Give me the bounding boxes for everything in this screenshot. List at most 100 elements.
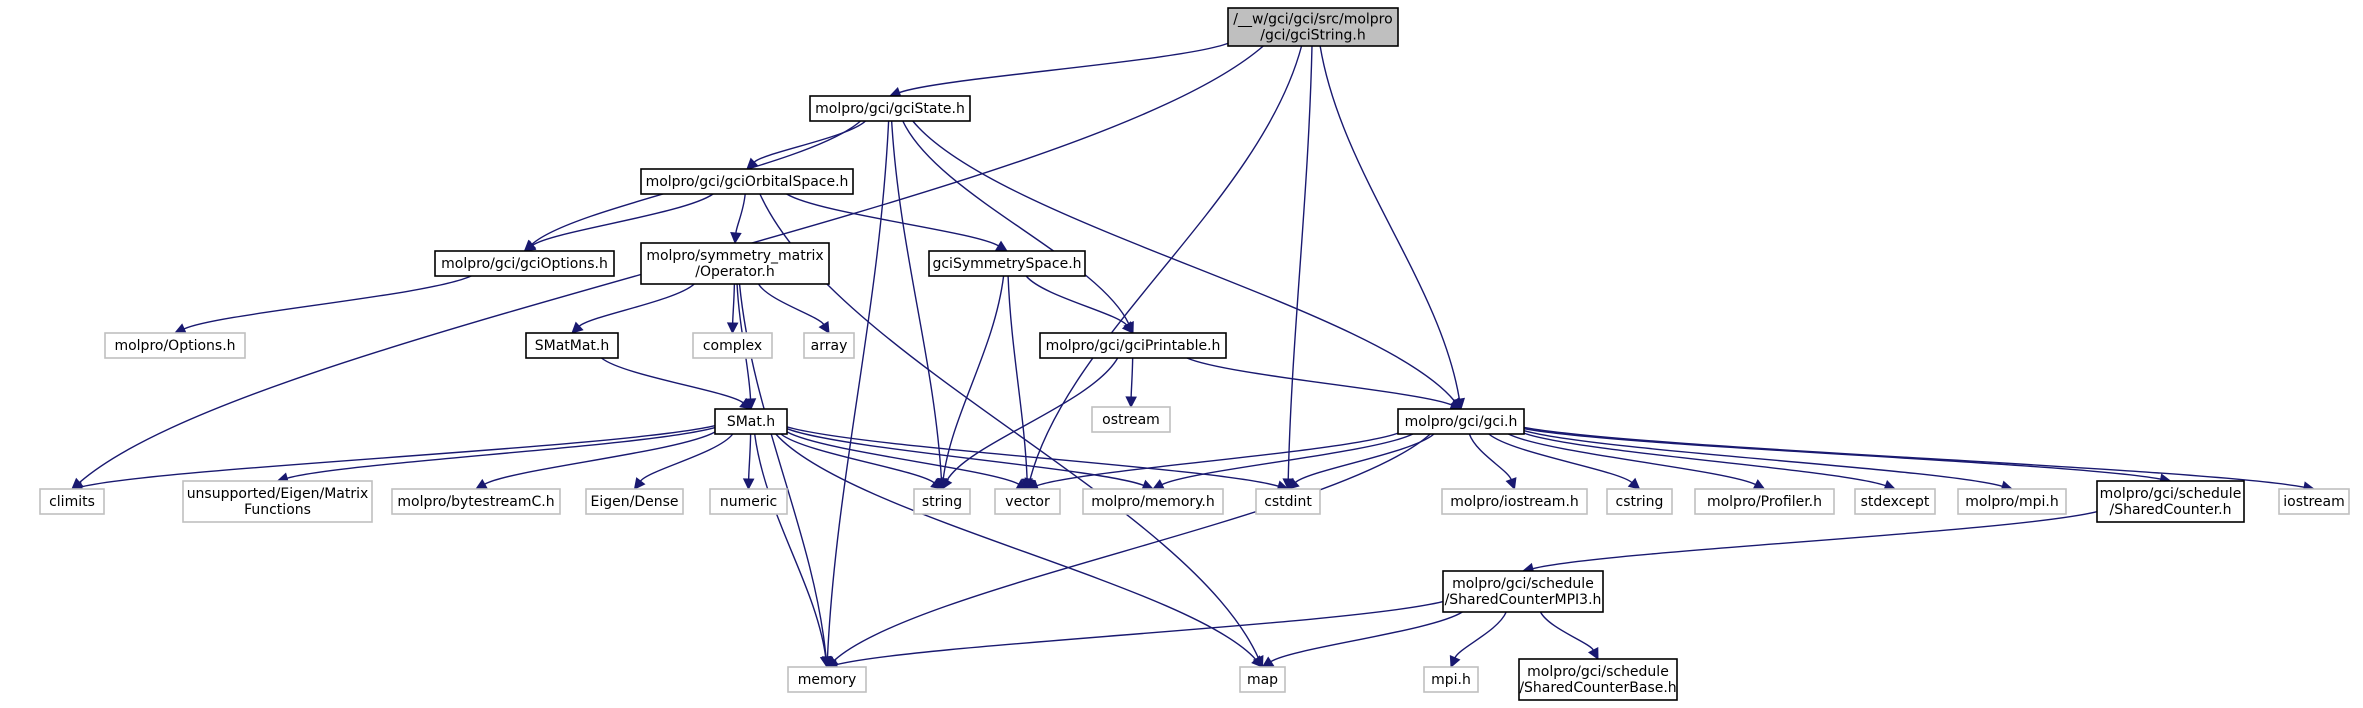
node-label: molpro/memory.h (1091, 494, 1215, 510)
node-gcistate[interactable]: molpro/gci/gciState.h (809, 95, 971, 122)
edge-gciPrintable-to-gci (1186, 357, 1453, 406)
edge-gciState-to-string (890, 120, 943, 480)
arrowhead-gciSymmetrySpace-to-vector (1021, 478, 1033, 491)
node-box (1423, 666, 1479, 693)
edge-root-to-cstdint (1287, 45, 1313, 480)
node-eigendense: Eigen/Dense (585, 488, 684, 515)
node-label: /SharedCounterBase.h (1519, 680, 1676, 696)
arrowhead-gciSymmetrySpace-to-gciPrintable (1121, 321, 1134, 334)
node-smat[interactable]: SMat.h (714, 408, 788, 435)
node-label: cstring (1616, 494, 1664, 510)
edge-gci-to-memoryH (1161, 433, 1414, 486)
node-label: molpro/gci/gciOptions.h (441, 256, 608, 272)
arrowhead-gci-to-memoryH (1151, 479, 1165, 490)
edge-root-to-vector (1029, 45, 1303, 480)
node-profiler: molpro/Profiler.h (1694, 488, 1835, 515)
edge-gci-to-cstring (1488, 433, 1633, 484)
node-label: gciSymmetrySpace.h (932, 256, 1081, 272)
node-box (1957, 488, 2067, 515)
arrowhead-gciOrbitalSpace-to-gciOptions (523, 240, 537, 252)
edge-gciOrbitalSpace-to-gciOptions (532, 193, 714, 246)
node-label: stdexcept (1861, 494, 1930, 510)
node-box (640, 168, 854, 195)
arrowhead-gciPrintable-to-ostream (1125, 396, 1137, 409)
node-label: iostream (2283, 494, 2345, 510)
edge-gci-to-iostream (1523, 426, 2305, 488)
node-climits: climits (39, 488, 105, 515)
arrowhead-gciPrintable-to-string (941, 477, 953, 490)
node-label: molpro/gci/gciOrbitalSpace.h (646, 174, 849, 190)
node-sharedcounter[interactable]: molpro/gci/schedule/SharedCounter.h (2096, 480, 2245, 523)
node-gciorbitalspace[interactable]: molpro/gci/gciOrbitalSpace.h (640, 168, 854, 195)
node-box (104, 332, 246, 359)
arrowhead-gciOrbitalSpace-to-operator (730, 232, 742, 245)
node-numeric: numeric (709, 488, 788, 515)
node-label: array (811, 338, 848, 354)
node-array: array (803, 332, 855, 359)
node-root[interactable]: /__w/gci/gci/src/molpro/gci/gciString.h (1227, 7, 1399, 47)
node-box (1082, 488, 1224, 515)
node-sharedcountermpi3[interactable]: molpro/gci/schedule/SharedCounterMPI3.h (1442, 570, 1604, 613)
arrowhead-gci-to-cstdint (1287, 477, 1300, 490)
node-box (1606, 488, 1673, 515)
node-string: string (913, 488, 971, 515)
node-label: map (1247, 672, 1278, 688)
edge-sharedCounterMPI3-to-mpi (1454, 611, 1507, 659)
arrowhead-sharedCounterMPI3-to-sharedCounterBase (1587, 647, 1599, 660)
node-label: molpro/bytestreamC.h (397, 494, 554, 510)
edge-gciSymmetrySpace-to-string (942, 275, 1005, 480)
node-box (1854, 488, 1936, 515)
node-box (1442, 570, 1604, 613)
arrowhead-gci-to-iostreamH (1505, 477, 1517, 491)
edge-gci-to-stdexcept (1523, 432, 1886, 487)
node-iostreamh: molpro/iostream.h (1441, 488, 1588, 515)
node-label: SMat.h (727, 414, 775, 430)
arrowhead-smat-to-eigenDense (633, 477, 646, 490)
node-label: string (922, 494, 962, 510)
node-label: ostream (1102, 412, 1160, 428)
node-cstring: cstring (1606, 488, 1673, 515)
node-label: memory (798, 672, 857, 688)
edge-smat-to-vector (786, 431, 1020, 485)
node-label: numeric (720, 494, 777, 510)
node-sharedcounterbase[interactable]: molpro/gci/schedule/SharedCounterBase.h (1518, 658, 1678, 701)
edge-gci-to-memory (833, 433, 1431, 661)
edge-gci-to-vector (1036, 432, 1399, 487)
arrowhead-gciOptions-to-optionsH (173, 323, 187, 334)
node-label: /SharedCounter.h (2110, 502, 2232, 518)
edge-operator-to-array (757, 283, 825, 325)
node-label: molpro/gci/schedule (1452, 576, 1594, 592)
node-box (994, 488, 1061, 515)
arrowhead-sharedCounterMPI3-to-mpi (1449, 655, 1461, 669)
edge-smat-to-numeric (747, 433, 752, 480)
arrowhead-operator-to-array (818, 321, 830, 334)
node-box (714, 408, 788, 435)
node-label: Functions (244, 502, 311, 518)
node-label: complex (703, 338, 762, 354)
edge-smat-to-memoryH (786, 428, 1144, 487)
edge-operator-to-complex (731, 283, 736, 324)
node-mpih: molpro/mpi.h (1957, 488, 2067, 515)
edge-smat-to-map (775, 433, 1257, 661)
node-gcisymmetryspace[interactable]: gciSymmetrySpace.h (928, 250, 1086, 277)
node-label: molpro/gci/schedule (2100, 486, 2242, 502)
node-gciprintable[interactable]: molpro/gci/gciPrintable.h (1039, 332, 1227, 359)
node-gci[interactable]: molpro/gci/gci.h (1397, 408, 1525, 435)
node-label: /gci/gciString.h (1260, 28, 1366, 44)
edge-gciSymmetrySpace-to-gciPrintable (1025, 275, 1128, 326)
arrowhead-smat-to-map (1251, 655, 1264, 668)
edge-smat-to-climits (81, 425, 716, 488)
edge-gciState-to-memory (826, 120, 890, 658)
node-bytestream: molpro/bytestreamC.h (391, 488, 561, 515)
node-gcioptions[interactable]: molpro/gci/gciOptions.h (434, 250, 615, 277)
edge-gci-to-profiler (1508, 433, 1756, 486)
edge-gciPrintable-to-ostream (1130, 357, 1134, 398)
arrowhead-sharedCounterMPI3-to-map (1261, 656, 1275, 668)
node-operator[interactable]: molpro/symmetry_matrix/Operator.h (640, 242, 830, 285)
edge-layer (70, 42, 2316, 671)
node-box (1091, 406, 1171, 433)
node-smatmat[interactable]: SMatMat.h (525, 332, 619, 359)
node-label: molpro/Options.h (114, 338, 235, 354)
edge-sharedCounter-to-sharedCounterMPI3 (1532, 511, 2098, 570)
